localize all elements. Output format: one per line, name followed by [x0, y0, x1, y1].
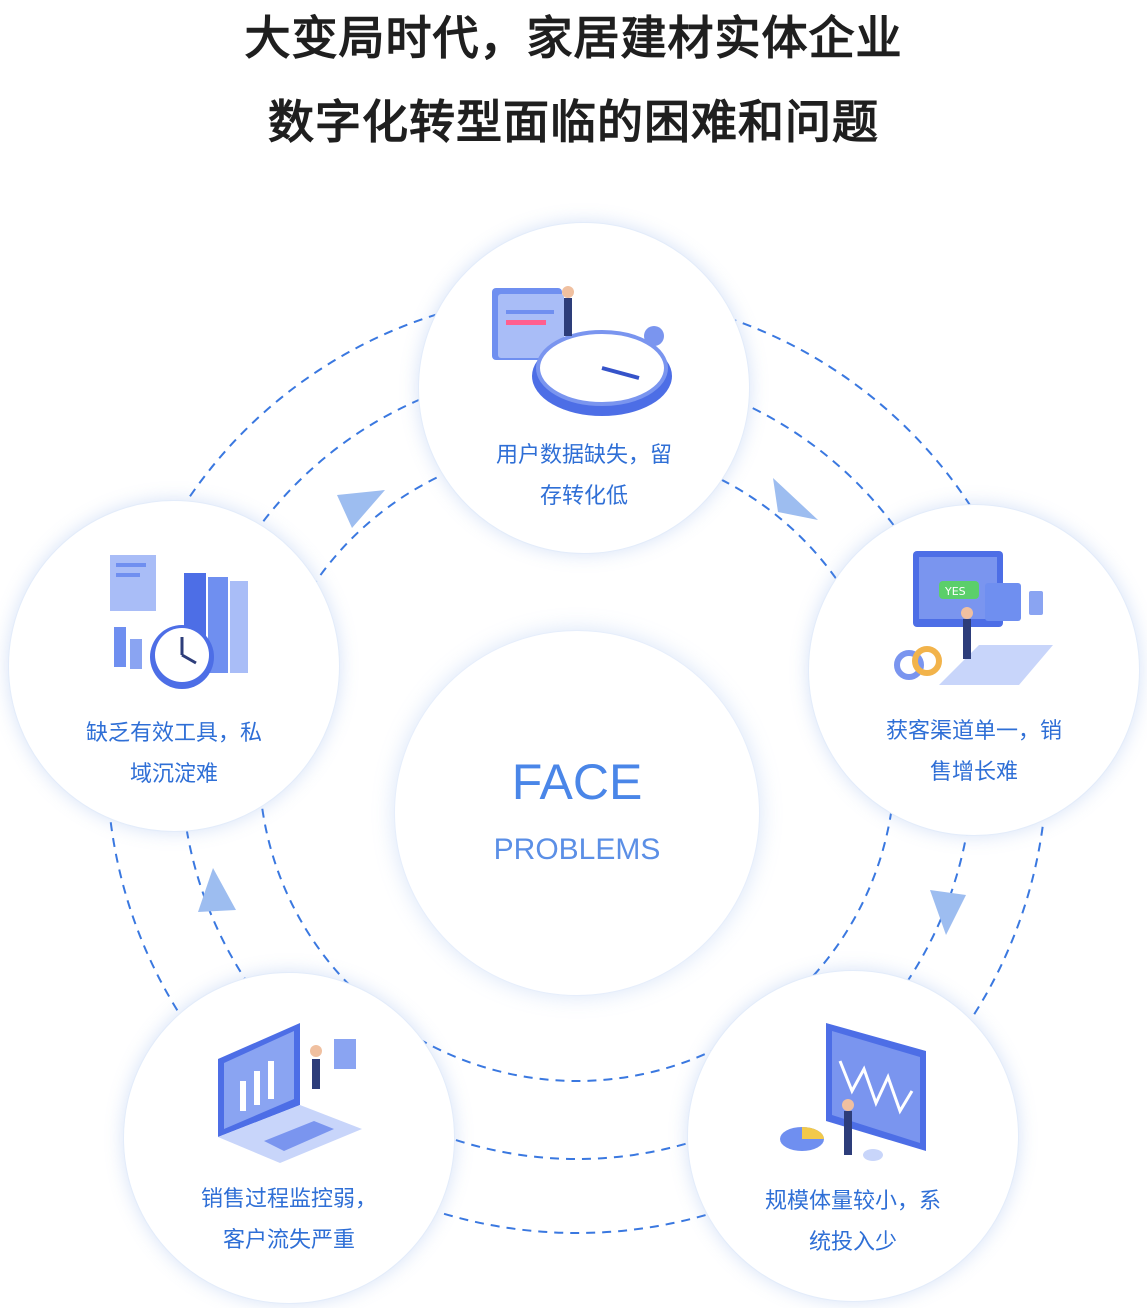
node-right-label: 获客渠道单一，销 售增长难	[809, 711, 1139, 793]
center-subtitle: PROBLEMS	[493, 833, 661, 866]
node-bottom-right-line1: 规模体量较小，系	[764, 1189, 941, 1214]
node-left-label: 缺乏有效工具，私 域沉淀难	[9, 713, 339, 795]
node-top-line2: 存转化低	[539, 484, 628, 509]
arrow-top-left	[337, 490, 385, 528]
center-title: FACE	[511, 754, 643, 810]
node-right-line1: 获客渠道单一，销	[885, 719, 1062, 744]
node-right-line2: 售增长难	[929, 760, 1018, 785]
page-title-line1: 大变局时代，家居建材实体企业	[244, 11, 903, 65]
node-left: 缺乏有效工具，私 域沉淀难	[8, 500, 340, 832]
node-top: 用户数据缺失，留 存转化低	[418, 222, 750, 554]
laptop-analytics-icon	[218, 1023, 362, 1163]
node-bottom-right: 规模体量较小，系 统投入少	[687, 970, 1019, 1302]
node-bottom-left-line2: 客户流失严重	[222, 1228, 355, 1253]
yes-badge-text: YES	[944, 585, 966, 598]
node-left-line1: 缺乏有效工具，私	[85, 721, 262, 746]
node-top-line1: 用户数据缺失，留	[495, 443, 672, 468]
books-clock-icon	[110, 555, 248, 689]
node-bottom-left-label: 销售过程监控弱， 客户流失严重	[124, 1179, 454, 1261]
node-bottom-left-line1: 销售过程监控弱，	[200, 1187, 377, 1212]
node-bottom-right-label: 规模体量较小，系 统投入少	[688, 1181, 1018, 1263]
node-bottom-left: 销售过程监控弱， 客户流失严重	[123, 972, 455, 1304]
arrow-left	[198, 868, 236, 912]
arrow-right	[930, 890, 966, 935]
folder-stopwatch-icon	[492, 286, 672, 416]
dashboard-chart-icon	[780, 1023, 926, 1161]
node-top-label: 用户数据缺失，留 存转化低	[419, 435, 749, 517]
node-right: YES 获客渠道单一，销 售增长难	[808, 504, 1140, 836]
node-left-line2: 域沉淀难	[129, 762, 218, 787]
arrow-top-right	[773, 478, 818, 520]
computer-yes-icon: YES	[894, 551, 1053, 685]
center-circle: FACE PROBLEMS	[394, 630, 760, 996]
node-bottom-right-line2: 统投入少	[808, 1230, 897, 1255]
page-title-line2: 数字化转型面临的困难和问题	[268, 95, 879, 149]
